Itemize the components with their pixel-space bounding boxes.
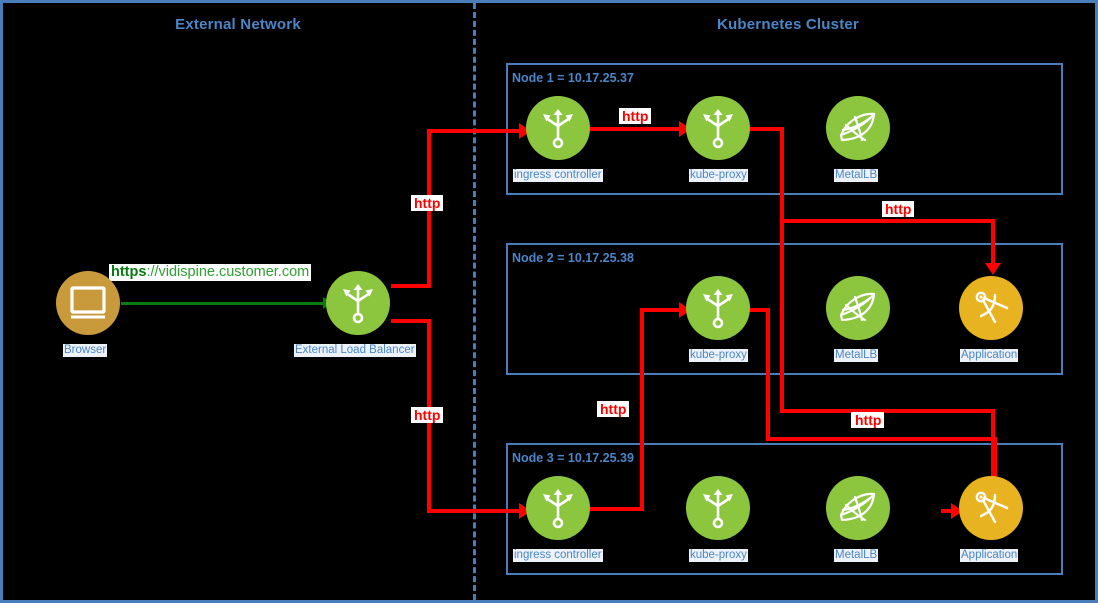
mesh-net-icon [839,492,876,522]
flow-http-n1ingress-to-n1kubeproxy [590,127,682,131]
component-node2-kube-proxy[interactable] [686,276,750,340]
flow-http-into-node2-app [991,219,995,265]
component-node3-ingress-controller[interactable] [526,476,590,540]
component-node1-ingress-controller[interactable] [526,96,590,160]
flow-http-n2kubeproxy-out [748,308,770,312]
component-external-load-balancer[interactable] [326,271,390,335]
caption-node3-metallb: MetalLB [834,549,879,562]
caption-node2-metallb: MetalLB [834,349,879,362]
flow-https-browser-to-elb [121,302,324,305]
flow-http-into-node1-ingress [427,129,521,133]
load-balancer-icon [703,289,733,329]
component-node3-metallb[interactable] [826,476,890,540]
flow-http-n1kubeproxy-drop [780,127,784,219]
flow-http-n1kubeproxy-long-drop [780,219,784,413]
flow-http-arrowhead-node2-app [985,263,1001,275]
flow-http-n2kubeproxy-drop2 [993,437,997,511]
edge-label-http-n3ingress-n2kubeproxy: http [597,401,630,417]
component-node1-metallb[interactable] [826,96,890,160]
monitor-icon [70,286,106,319]
flow-http-to-node3-app-run [780,409,995,413]
caption-node2-kube-proxy: kube-proxy [689,349,748,362]
url-scheme: https [111,264,147,280]
compass-icon [975,291,1009,324]
node-label-node1: Node 1 = 10.17.25.37 [512,71,634,85]
load-balancer-icon [703,109,733,149]
load-balancer-icon [703,489,733,529]
flow-http-n3ingress-riser [640,308,644,511]
node-box-node2 [506,243,1063,375]
caption-browser: Browser [63,344,108,357]
load-balancer-icon [343,284,373,324]
mesh-net-icon [839,292,876,322]
network-boundary-divider [473,3,476,600]
component-node2-application[interactable] [959,276,1023,340]
node-label-node3: Node 3 = 10.17.25.39 [512,451,634,465]
caption-node2-application: Application [960,349,1019,362]
flow-http-into-node3-ingress [427,509,521,513]
caption-node1-kube-proxy: kube-proxy [689,169,748,182]
url-host: ://vidispine.customer.com [146,264,310,280]
edge-label-http-elb-node1: http [411,195,444,211]
caption-node3-kube-proxy: kube-proxy [689,549,748,562]
caption-node3-ingress-controller: ingress controller [513,549,603,562]
component-node2-metallb[interactable] [826,276,890,340]
edge-label-http-lower-run: http [852,412,885,428]
flow-http-to-node2-app-run [780,219,995,223]
component-node1-kube-proxy[interactable] [686,96,750,160]
edge-label-http-n1kubeproxy-node2app: http [882,201,915,217]
edge-label-http-n1ingress-n1kubeproxy: http [619,108,652,124]
edge-label-http-elb-node3: http [411,407,444,423]
zone-title-external-network: External Network [175,16,301,33]
flow-http-n2kubeproxy-drop [766,308,770,441]
component-browser[interactable] [56,271,120,335]
caption-node3-application: Application [960,549,1019,562]
edge-label-https-url: https://vidispine.customer.com [109,264,312,281]
caption-node1-ingress-controller: ingress controller [513,169,603,182]
flow-http-n2kubeproxy-run-right [766,437,997,441]
caption-external-load-balancer: External Load Balancer [294,344,416,357]
mesh-net-icon [839,112,876,142]
caption-node1-metallb: MetalLB [834,169,879,182]
compass-icon [975,491,1009,524]
load-balancer-icon [543,109,573,149]
component-node3-application[interactable] [959,476,1023,540]
flow-http-elb-out-top [391,284,431,288]
load-balancer-icon [543,489,573,529]
zone-title-kubernetes-cluster: Kubernetes Cluster [717,16,859,33]
node-label-node2: Node 2 = 10.17.25.38 [512,251,634,265]
component-node3-kube-proxy[interactable] [686,476,750,540]
flow-http-n3ingress-out [590,507,644,511]
flow-http-n1kubeproxy-out [748,127,784,131]
flow-http-into-node2-kubeproxy [640,308,682,312]
flow-http-elb-out-bottom [391,319,431,323]
